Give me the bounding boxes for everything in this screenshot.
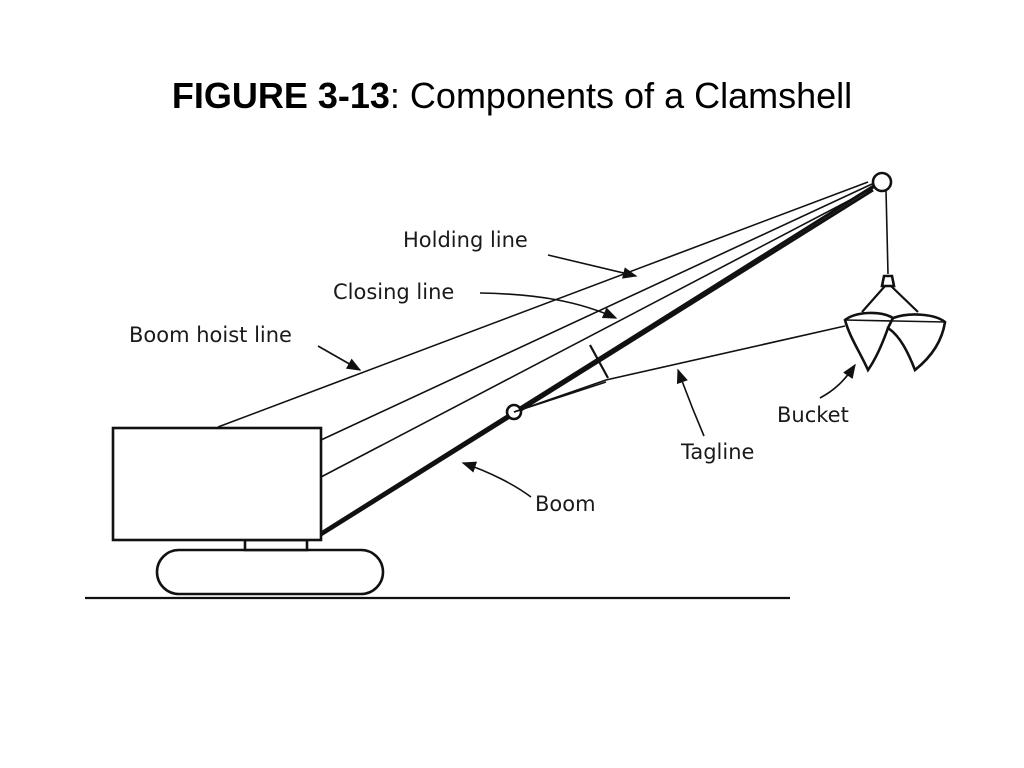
tagline-label: Tagline bbox=[680, 440, 754, 464]
boom-brace bbox=[589, 344, 609, 379]
closing-line bbox=[320, 186, 876, 478]
boom-lower-chord bbox=[320, 180, 881, 535]
tagline bbox=[513, 325, 846, 413]
boom-arrow bbox=[461, 461, 532, 498]
closing-line-arrow bbox=[479, 292, 618, 319]
closing-line-label: Closing line bbox=[333, 280, 454, 304]
turntable bbox=[243, 538, 309, 552]
boom-hoist-line bbox=[217, 181, 869, 428]
crawler-track bbox=[155, 548, 385, 596]
machine-house bbox=[111, 426, 323, 542]
holding-line bbox=[320, 183, 873, 441]
boom-label: Boom bbox=[535, 492, 596, 516]
bucket-arrow bbox=[819, 363, 856, 399]
boom-tip-sheave bbox=[871, 171, 893, 193]
holding-line-arrow bbox=[547, 254, 638, 279]
boom-hoist-line-label: Boom hoist line bbox=[129, 323, 292, 347]
bucket-hoist-cable bbox=[885, 189, 889, 275]
tagline-lower bbox=[513, 381, 607, 413]
bucket-label: Bucket bbox=[777, 403, 849, 427]
figure-title: FIGURE 3-13: Components of a Clamshell bbox=[0, 74, 1024, 118]
figure-separator: : bbox=[389, 75, 400, 116]
holding-line-label: Holding line bbox=[403, 228, 528, 252]
figure-caption: Components of a Clamshell bbox=[399, 75, 853, 116]
figure-number: FIGURE 3-13 bbox=[171, 75, 390, 116]
boom-upper-chord bbox=[320, 188, 874, 537]
clamshell-bucket bbox=[843, 274, 947, 373]
tagline-arrow bbox=[676, 368, 705, 437]
boom-hoist-line-arrow bbox=[317, 345, 362, 371]
